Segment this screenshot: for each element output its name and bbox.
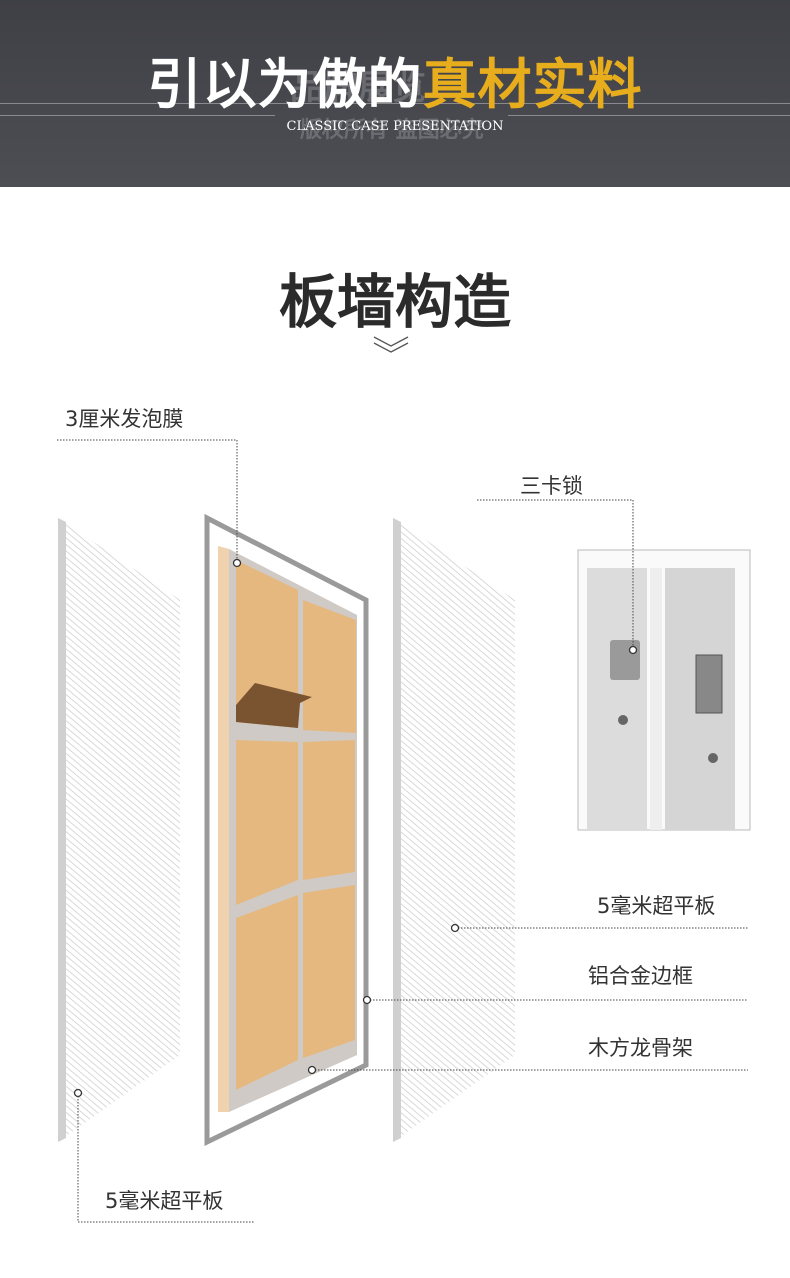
label-lock: 三卡锁 (520, 474, 583, 498)
right-board (393, 518, 515, 1142)
label-board-left: 5毫米超平板 (105, 1189, 224, 1213)
marker-dots (73, 558, 638, 1098)
header-title: 引以为傲的真材实料 (0, 40, 790, 119)
label-frame: 铝合金边框 (588, 964, 693, 988)
leader-lines (57, 439, 748, 1223)
divider (0, 115, 275, 116)
label-foam: 3厘米发泡膜 (65, 407, 184, 431)
watermark: 品牌展览 (290, 68, 426, 108)
header-banner: 品牌展览 版权所有 盗图必究 引以为傲的真材实料 CLASSIC CASE PR… (0, 0, 790, 187)
section-title: 板墙构造 (278, 268, 511, 336)
chevron-down-icon (373, 336, 409, 353)
header-subtitle: CLASSIC CASE PRESENTATION (286, 119, 504, 134)
title-gold: 真材实料 (422, 52, 643, 116)
divider (508, 115, 790, 116)
lock-photo (577, 549, 751, 831)
watermark: 版权所有 盗图必究 (300, 118, 484, 143)
label-keel: 木方龙骨架 (588, 1036, 693, 1060)
divider (0, 103, 790, 104)
label-board-right: 5毫米超平板 (597, 894, 716, 918)
title-white: 引以为傲的 (147, 52, 423, 116)
left-board (58, 518, 180, 1142)
center-frame (204, 513, 369, 1146)
